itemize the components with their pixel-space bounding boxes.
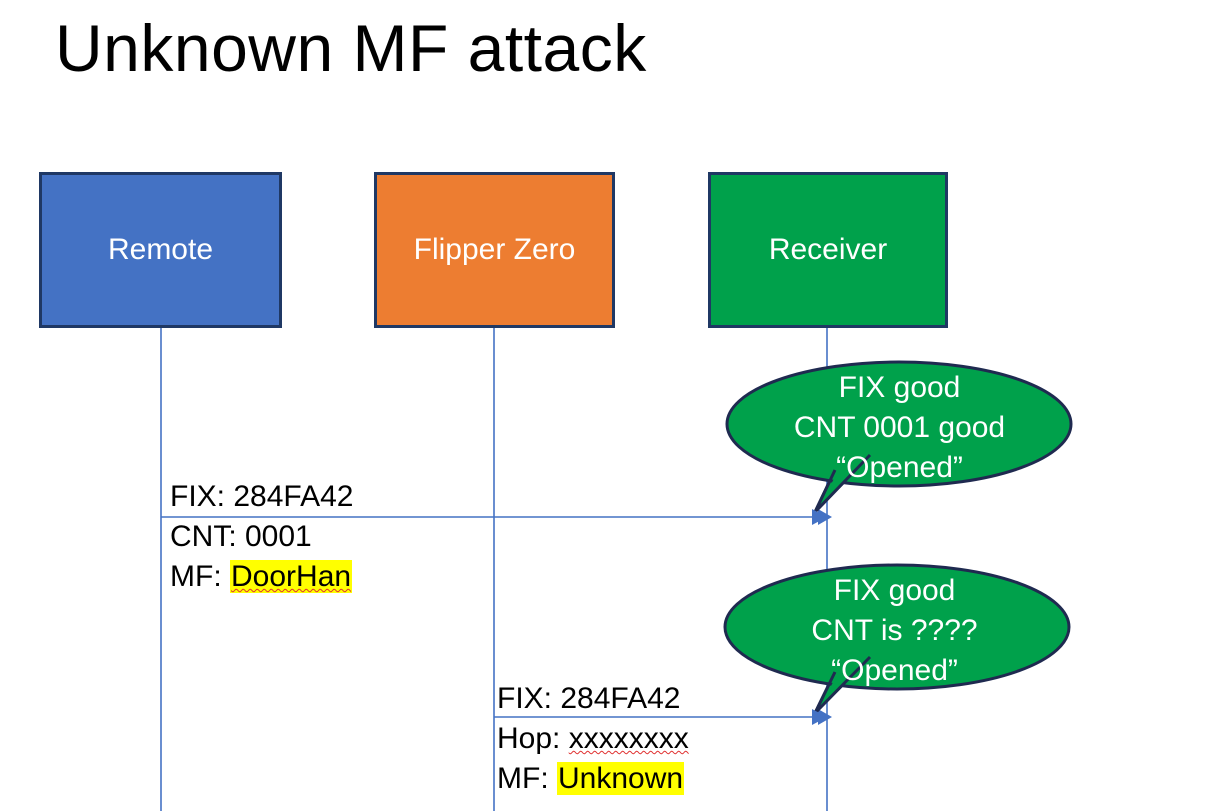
message-2-hop-value: xxxxxxxx: [568, 722, 689, 755]
message-arrow-2-head: [812, 709, 827, 725]
page-title: Unknown MF attack: [55, 11, 647, 85]
message-2-mf-prefix: MF:: [497, 762, 557, 795]
callout-1-shape: [725, 360, 1073, 514]
message-2-line-3: MF: Unknown: [497, 759, 689, 799]
actor-label-receiver: Receiver: [768, 233, 888, 266]
message-1-label: FIX: 284FA42 CNT: 0001 MF: DoorHan: [170, 477, 353, 597]
message-1-line-2: CNT: 0001: [170, 520, 312, 553]
message-2-line-2: Hop: xxxxxxxx: [497, 719, 689, 759]
actor-box-receiver[interactable]: Receiver: [708, 172, 948, 328]
message-arrow-1-head: [812, 509, 827, 525]
message-2-line-1: FIX: 284FA42: [497, 682, 681, 715]
callout-2-shape: [723, 563, 1071, 715]
actor-box-flipper-zero[interactable]: Flipper Zero: [374, 172, 615, 328]
message-2-mf-value: Unknown: [557, 762, 685, 795]
message-1-line-3: MF: DoorHan: [170, 557, 353, 597]
actor-label-remote: Remote: [107, 233, 214, 266]
message-1-mf-value: DoorHan: [230, 560, 353, 593]
actor-box-remote[interactable]: Remote: [39, 172, 282, 328]
message-2-hop-prefix: Hop:: [497, 722, 569, 755]
message-1-line-1: FIX: 284FA42: [170, 480, 354, 513]
message-1-mf-prefix: MF:: [170, 560, 230, 593]
message-2-label: FIX: 284FA42 Hop: xxxxxxxx MF: Unknown: [497, 679, 689, 799]
actor-label-flipper-zero: Flipper Zero: [413, 233, 576, 266]
